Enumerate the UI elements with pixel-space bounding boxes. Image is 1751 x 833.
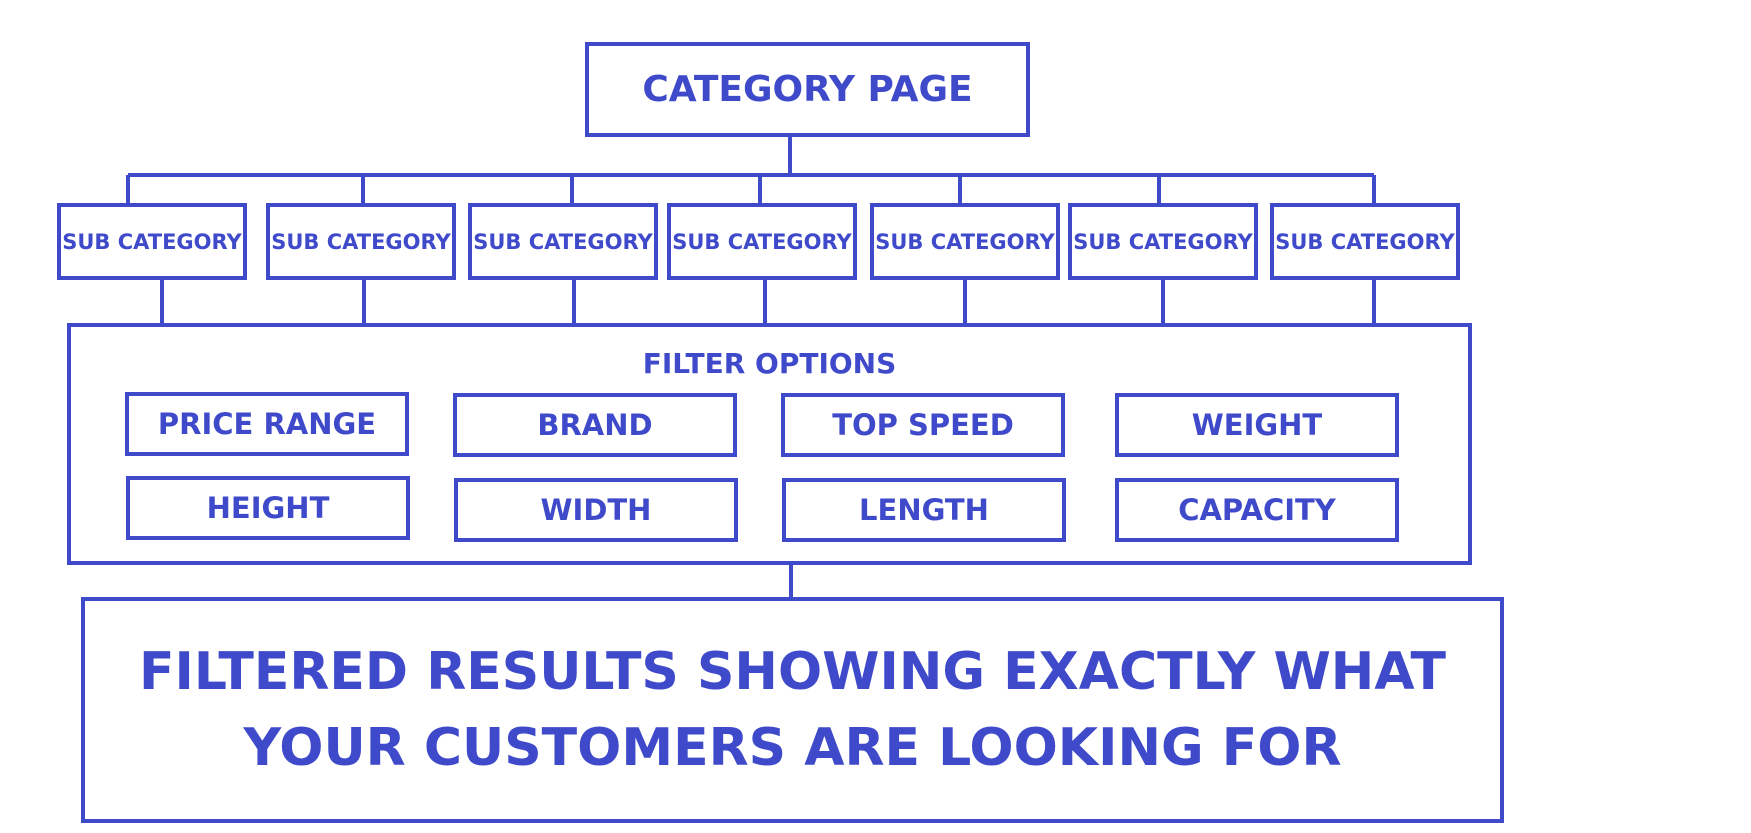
filter-label: WIDTH — [540, 493, 652, 527]
subcategory-box-3: SUB CATEGORY — [468, 203, 658, 280]
subcategory-box-5: SUB CATEGORY — [870, 203, 1060, 280]
filter-brand: BRAND — [453, 393, 737, 457]
subcategory-label: SUB CATEGORY — [672, 229, 852, 254]
subcategory-label: SUB CATEGORY — [1275, 229, 1455, 254]
filter-label: LENGTH — [859, 493, 989, 527]
category-page-box: CATEGORY PAGE — [585, 42, 1030, 137]
subcategory-box-6: SUB CATEGORY — [1068, 203, 1258, 280]
filter-label: HEIGHT — [206, 491, 330, 525]
subcategory-label: SUB CATEGORY — [875, 229, 1055, 254]
results-line-2: YOUR CUSTOMERS ARE LOOKING FOR — [243, 718, 1342, 778]
subcategory-box-7: SUB CATEGORY — [1270, 203, 1460, 280]
subcategory-label: SUB CATEGORY — [1073, 229, 1253, 254]
filter-label: BRAND — [537, 408, 653, 442]
results-line-1: FILTERED RESULTS SHOWING EXACTLY WHAT — [138, 642, 1447, 702]
filter-capacity: CAPACITY — [1115, 478, 1399, 542]
filter-label: PRICE RANGE — [157, 407, 377, 441]
filter-length: LENGTH — [782, 478, 1066, 542]
filter-weight: WEIGHT — [1115, 393, 1399, 457]
subcategory-box-4: SUB CATEGORY — [667, 203, 857, 280]
subcategory-label: SUB CATEGORY — [271, 229, 451, 254]
subcategory-box-1: SUB CATEGORY — [57, 203, 247, 280]
subcategory-label: SUB CATEGORY — [62, 229, 242, 254]
subcategory-label: SUB CATEGORY — [473, 229, 653, 254]
filter-width: WIDTH — [454, 478, 738, 542]
filtered-results-text: FILTERED RESULTS SHOWING EXACTLY WHAT YO… — [139, 634, 1446, 786]
filtered-results-box: FILTERED RESULTS SHOWING EXACTLY WHAT YO… — [81, 597, 1504, 823]
filter-top-speed: TOP SPEED — [781, 393, 1065, 457]
category-page-label: CATEGORY PAGE — [642, 69, 973, 110]
subcategory-box-2: SUB CATEGORY — [266, 203, 456, 280]
filter-label: CAPACITY — [1178, 493, 1336, 527]
filter-label: WEIGHT — [1191, 408, 1323, 442]
filter-price-range: PRICE RANGE — [125, 392, 409, 456]
filter-label: TOP SPEED — [832, 408, 1014, 442]
filter-height: HEIGHT — [126, 476, 410, 540]
filter-options-title: FILTER OPTIONS — [642, 347, 897, 380]
